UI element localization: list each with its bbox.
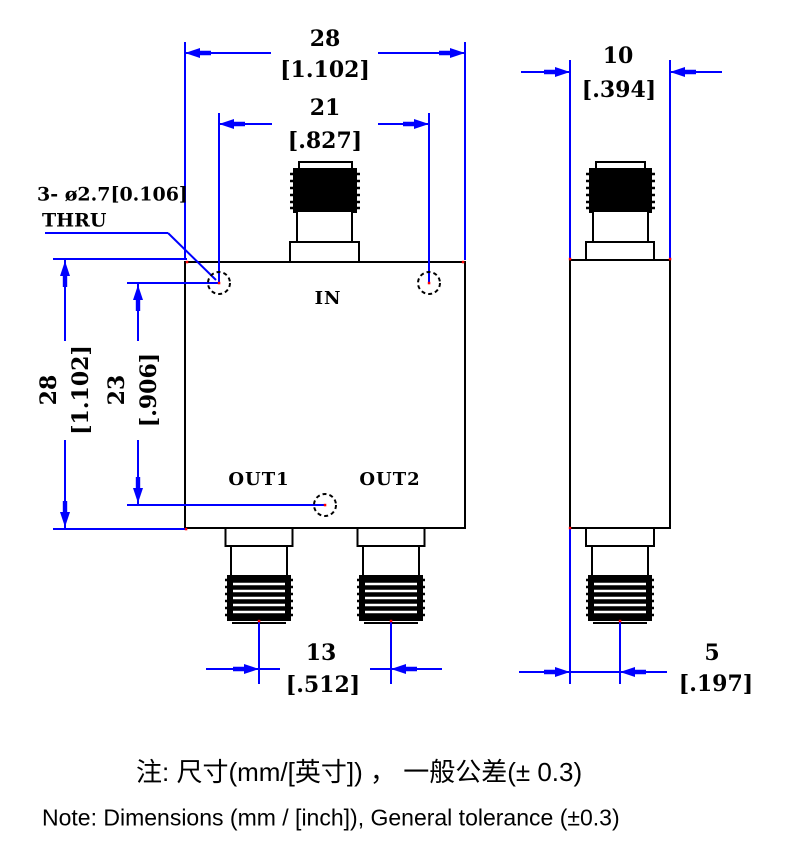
dim-width-inch: [1.102]: [280, 57, 370, 83]
mounting-hole: [313, 493, 337, 517]
dim-height-mm: 28: [36, 374, 62, 406]
side-bottom-connector: [585, 527, 655, 624]
dim-edge-offset-mm: 5: [704, 640, 720, 666]
side-view: [569, 161, 671, 624]
side-top-connector: [585, 161, 655, 261]
dim-edge-offset-inch: [.197]: [678, 671, 754, 697]
side-body: [569, 259, 671, 529]
endpoint-markers: [184, 257, 672, 623]
front-out2-connector: [356, 527, 426, 624]
front-out1-connector: [224, 527, 294, 624]
hole-callout-thru: THRU: [42, 209, 107, 232]
dim-hole-height-inch: [.906]: [136, 352, 162, 428]
front-body: [184, 261, 466, 529]
front-view: [184, 161, 466, 624]
note-english: Note: Dimensions (mm / [inch]), General …: [42, 804, 620, 831]
port-label-out1: OUT1: [228, 469, 290, 490]
dim-hole-height-mm: 23: [104, 374, 130, 406]
dim-width-mm: 28: [309, 26, 341, 52]
hole-leader-line: [45, 232, 217, 281]
note-chinese: 注: 尺寸(mm/[英寸]) ， 一般公差(± 0.3): [136, 757, 583, 787]
dim-depth-inch: [.394]: [581, 77, 657, 103]
dim-out-span-inch: [.512]: [285, 672, 361, 698]
hole-callout-spec: 3- ø2.7[0.106]: [37, 183, 188, 206]
port-label-in: IN: [314, 288, 342, 309]
dim-hole-span-mm: 21: [309, 95, 341, 121]
mounting-hole: [417, 271, 441, 295]
mounting-hole: [207, 271, 231, 295]
dimension-lines: [45, 42, 722, 684]
dim-height-inch: [1.102]: [68, 345, 94, 435]
port-label-out2: OUT2: [359, 469, 421, 490]
dim-hole-span-inch: [.827]: [287, 128, 363, 154]
mounting-holes: [207, 271, 441, 517]
dim-out-span-mm: 13: [305, 640, 337, 666]
front-top-connector: [289, 161, 360, 263]
dim-depth-mm: 10: [602, 43, 634, 69]
